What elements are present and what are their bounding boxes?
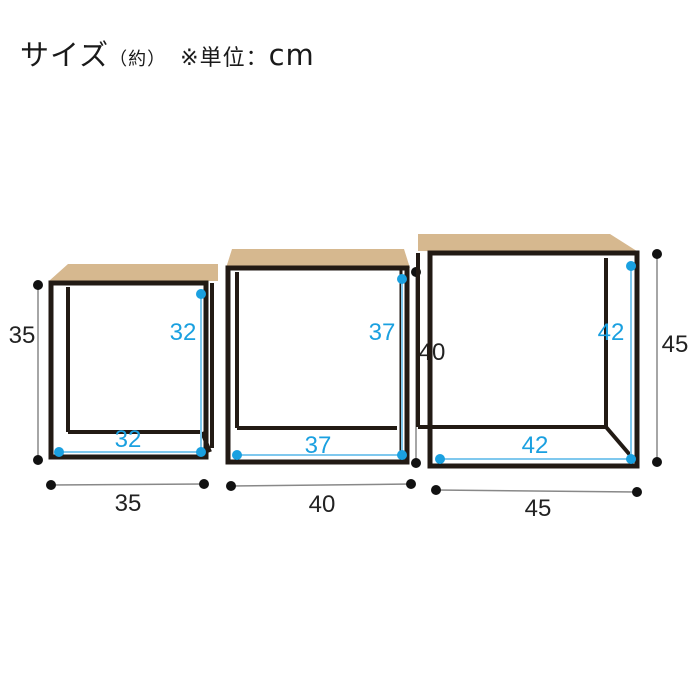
table-small: 32 32 35 35 [9, 264, 218, 517]
outer-width-label: 45 [525, 495, 552, 522]
inner-width-label: 32 [115, 426, 142, 453]
inner-width-label: 42 [522, 432, 549, 459]
outer-height-label: 45 [662, 331, 689, 358]
unit-note: ※単位： [180, 46, 269, 71]
inner-height-label: 42 [598, 319, 625, 346]
page-title: サイズ（約） ※単位：cm [20, 32, 315, 74]
unit-label: cm [268, 38, 315, 72]
size-label: サイズ [20, 38, 110, 72]
table-frame [427, 250, 640, 469]
outer-height-label: 35 [9, 322, 36, 349]
table-top [418, 234, 640, 253]
outer-width-label: 40 [309, 491, 336, 518]
outer-width-label: 35 [115, 490, 142, 517]
table-frame [48, 280, 209, 460]
table-medium: 37 37 40 40 [225, 249, 445, 518]
table-top [226, 249, 410, 268]
inner-height-label: 32 [170, 319, 197, 346]
table-frame [225, 265, 410, 465]
table-large: 42 42 45 45 [416, 234, 689, 522]
table-top [49, 264, 218, 281]
inner-width-label: 37 [305, 432, 332, 459]
approx-label: （約） [109, 49, 167, 70]
inner-height-label: 37 [369, 319, 396, 346]
